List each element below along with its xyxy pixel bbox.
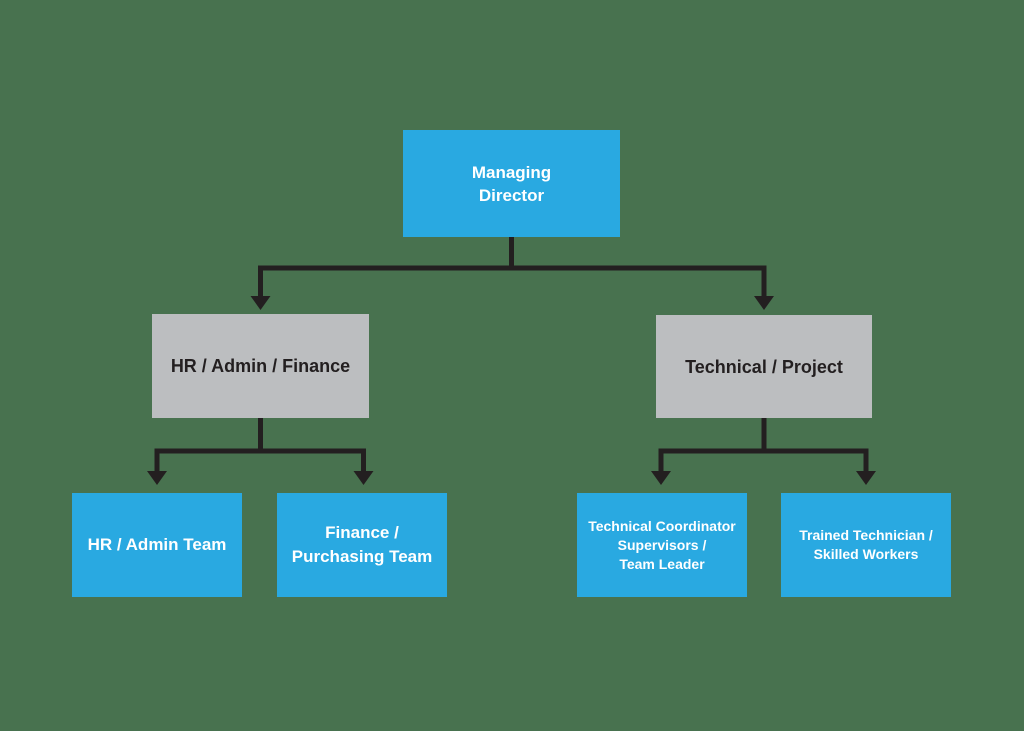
node-label: Finance / Purchasing Team xyxy=(291,523,433,566)
node-label: HR / Admin Team xyxy=(87,535,227,554)
node-hr-admin-finance: HR / Admin / Finance xyxy=(152,314,369,418)
node-finance-purchasing-team: Finance / Purchasing Team xyxy=(277,493,447,597)
connector-level-2-right xyxy=(651,418,876,485)
connector-level-1 xyxy=(250,237,774,310)
node-label: Managing Director xyxy=(471,162,552,205)
node-hr-admin-team: HR / Admin Team xyxy=(72,493,242,597)
node-trained-technician: Trained Technician / Skilled Workers xyxy=(781,493,951,597)
arrow-down-icon xyxy=(250,296,271,310)
node-label: HR / Admin / Finance xyxy=(170,356,351,376)
arrow-down-icon xyxy=(856,471,876,485)
node-managing-director: Managing Director xyxy=(403,130,620,237)
node-label: Trained Technician / Skilled Workers xyxy=(799,527,933,562)
arrow-down-icon xyxy=(147,471,167,485)
arrow-down-icon xyxy=(754,296,774,310)
node-label: Technical / Project xyxy=(685,356,843,377)
arrow-down-icon xyxy=(353,471,374,485)
node-technical-project: Technical / Project xyxy=(656,315,872,418)
node-label: Technical Coordinator Supervisors / Team… xyxy=(588,517,736,572)
node-technical-coordinator: Technical Coordinator Supervisors / Team… xyxy=(577,493,747,597)
connector-level-2-left xyxy=(147,418,374,485)
arrow-down-icon xyxy=(651,471,671,485)
